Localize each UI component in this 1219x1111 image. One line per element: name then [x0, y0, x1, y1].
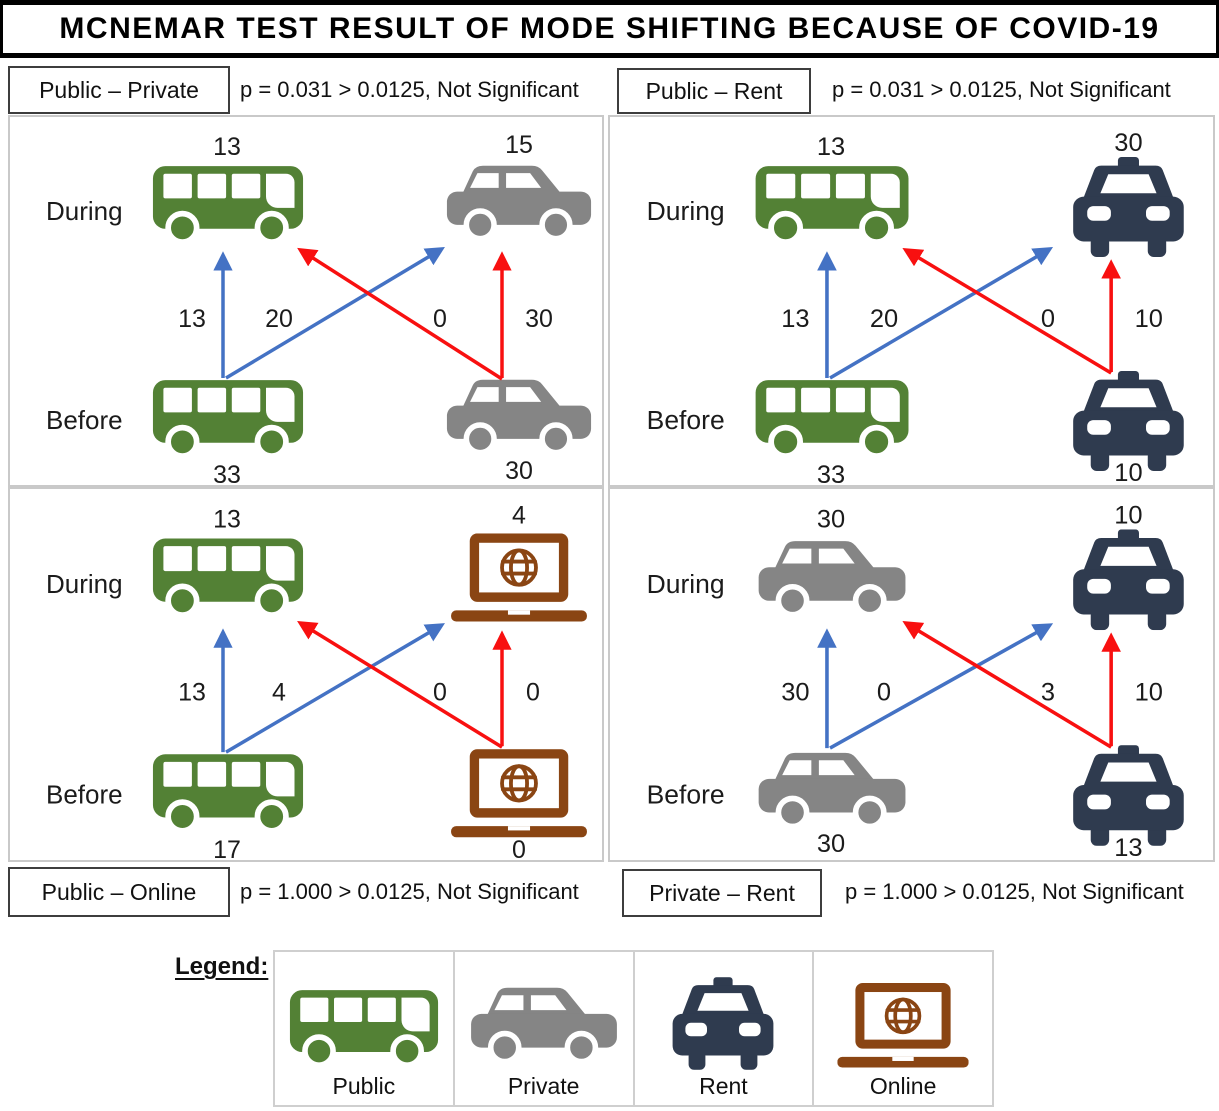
p-value-public-online: p = 1.000 > 0.0125, Not Significant — [240, 879, 579, 904]
left-to-right-count: 20 — [265, 305, 293, 333]
taxi-icon — [671, 977, 775, 1070]
bus-icon — [153, 539, 303, 616]
during-left-count: 13 — [213, 505, 241, 533]
right-to-left-count: 0 — [433, 305, 447, 333]
legend-title: Legend: — [175, 953, 269, 980]
panel-public-online: During Before 13 4 17 0 13 4 0 0 — [8, 487, 604, 862]
stay-right-count: 10 — [1135, 305, 1163, 333]
legend-item-public: Public — [275, 952, 455, 1105]
car-icon — [447, 380, 591, 453]
page-title: MCNEMAR TEST RESULT OF MODE SHIFTING BEC… — [59, 12, 1160, 45]
row-label-before: Before — [647, 405, 725, 435]
before-right-count: 0 — [512, 836, 526, 860]
bus-icon — [153, 380, 303, 456]
during-right-count: 15 — [505, 131, 533, 159]
car-icon — [759, 753, 906, 827]
pair-label-text: Public – Online — [41, 878, 197, 905]
right-to-left-arrow — [902, 247, 1113, 375]
during-right-count: 10 — [1114, 501, 1142, 529]
row-label-before: Before — [46, 405, 123, 435]
legend-item-private: Private — [455, 952, 635, 1105]
right-to-left-count: 0 — [433, 679, 447, 707]
stay-left-count: 30 — [781, 679, 809, 707]
legend-box: Public Private Rent Online — [273, 950, 994, 1107]
right-to-left-arrow — [902, 621, 1113, 749]
during-left-count: 13 — [817, 133, 845, 161]
left-to-right-count: 0 — [877, 679, 891, 707]
bus-icon — [756, 166, 909, 242]
pair-label-public-private: Public – Private — [8, 66, 230, 114]
row-label-before: Before — [647, 780, 725, 810]
legend-item-rent: Rent — [635, 952, 815, 1105]
pair-label-text: Public – Private — [39, 76, 199, 103]
before-right-count: 30 — [505, 457, 533, 485]
car-icon — [759, 541, 906, 615]
during-left-count: 13 — [213, 133, 241, 161]
pair-label-text: Public – Rent — [645, 77, 783, 104]
bus-icon — [153, 754, 303, 831]
right-to-left-count: 3 — [1041, 679, 1055, 707]
pair-label-private-rent: Private – Rent — [622, 869, 822, 917]
car-icon — [469, 984, 619, 1070]
row-label-during: During — [647, 569, 725, 599]
p-value-public-private: p = 0.031 > 0.0125, Not Significant — [240, 77, 579, 102]
panel-public-private: During Before 13 15 33 30 13 20 0 30 — [8, 115, 604, 487]
legend-item-label: Rent — [699, 1072, 748, 1099]
row-label-during: During — [46, 569, 123, 599]
left-to-right-arrow — [225, 247, 445, 380]
stay-left-count: 13 — [781, 305, 809, 333]
before-left-count: 33 — [213, 461, 241, 485]
legend-item-online: Online — [814, 952, 992, 1105]
during-right-count: 4 — [512, 501, 526, 529]
stay-right-count: 0 — [526, 679, 540, 707]
laptop-globe-icon — [451, 533, 587, 624]
pair-label-public-online: Public – Online — [8, 867, 230, 917]
left-to-right-arrow — [225, 623, 445, 754]
laptop-globe-icon — [837, 983, 969, 1070]
panel-private-rent: During Before 30 10 30 13 30 0 3 10 — [608, 487, 1215, 862]
legend-item-label: Private — [507, 1072, 580, 1099]
left-to-right-count: 20 — [870, 305, 898, 333]
legend-item-label: Online — [869, 1072, 937, 1099]
before-right-count: 13 — [1114, 834, 1142, 860]
row-label-during: During — [647, 196, 725, 226]
stay-right-count: 30 — [525, 305, 553, 333]
panel-public-rent: During Before 13 30 33 10 13 20 0 10 — [608, 115, 1215, 487]
taxi-icon — [1073, 745, 1184, 846]
row-label-during: During — [46, 196, 123, 226]
taxi-icon — [1073, 529, 1184, 631]
row-label-before: Before — [46, 779, 123, 809]
p-value-private-rent: p = 1.000 > 0.0125, Not Significant — [845, 879, 1184, 904]
bus-icon — [756, 380, 909, 456]
left-to-right-arrow — [829, 623, 1054, 750]
during-left-count: 30 — [817, 505, 845, 533]
stay-left-count: 13 — [178, 679, 206, 707]
stay-right-count: 10 — [1135, 679, 1163, 707]
right-to-left-count: 0 — [1041, 305, 1055, 333]
taxi-icon — [1073, 157, 1184, 257]
stay-left-count: 13 — [178, 305, 206, 333]
car-icon — [447, 166, 591, 239]
bus-icon — [153, 166, 303, 242]
before-left-count: 30 — [817, 830, 845, 858]
laptop-globe-icon — [451, 749, 587, 840]
p-value-public-rent: p = 0.031 > 0.0125, Not Significant — [832, 77, 1171, 102]
title-band: MCNEMAR TEST RESULT OF MODE SHIFTING BEC… — [0, 0, 1219, 58]
right-to-left-arrow — [297, 621, 503, 749]
during-right-count: 30 — [1114, 129, 1142, 157]
left-to-right-arrow — [829, 247, 1054, 380]
before-left-count: 17 — [213, 836, 241, 860]
before-left-count: 33 — [817, 461, 845, 485]
legend-item-label: Public — [332, 1072, 396, 1099]
pair-label-text: Private – Rent — [649, 879, 795, 906]
pair-label-public-rent: Public – Rent — [617, 68, 811, 114]
right-to-left-arrow — [297, 247, 503, 381]
before-right-count: 10 — [1114, 459, 1142, 485]
left-to-right-count: 4 — [272, 679, 286, 707]
taxi-icon — [1073, 371, 1184, 471]
bus-icon — [289, 989, 439, 1070]
